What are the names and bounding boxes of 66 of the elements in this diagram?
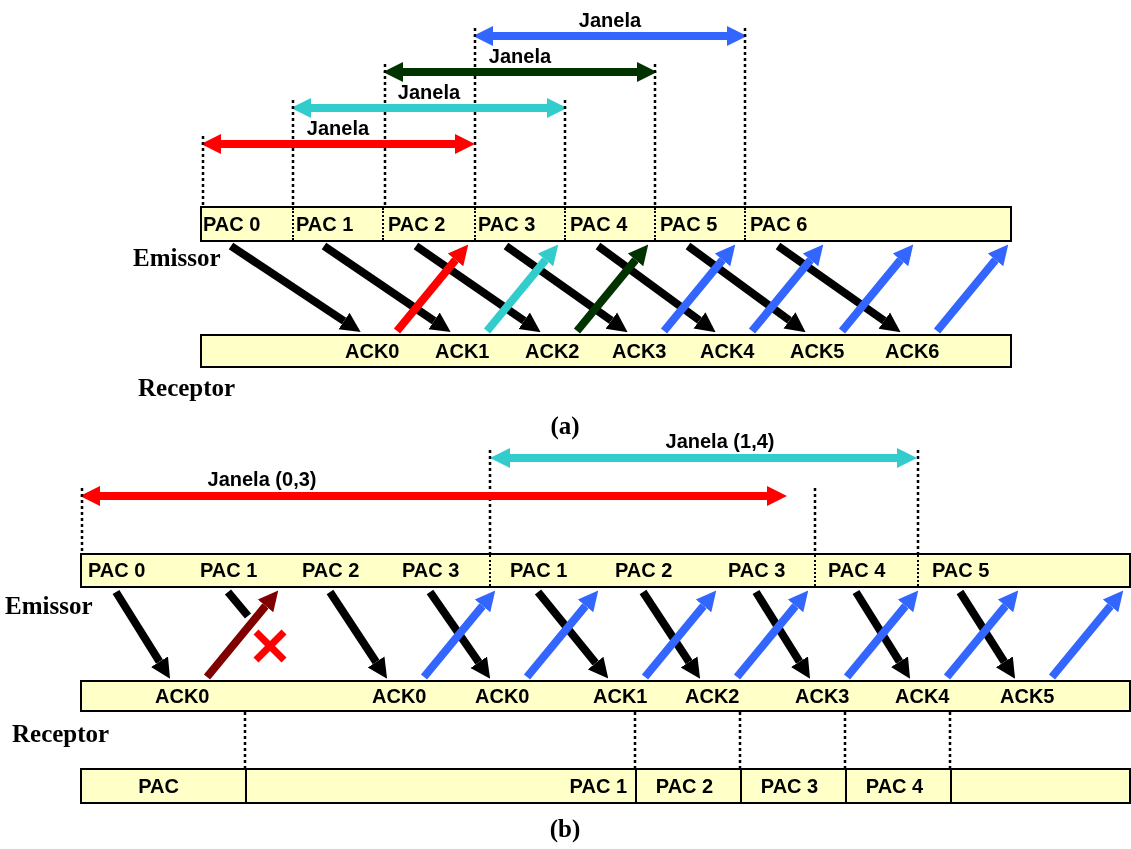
packet-label: PAC 0 [88,558,146,582]
row-label: Emissor [133,244,221,272]
panel-caption: (b) [549,815,581,843]
arrow [933,244,1009,334]
packet-label: ACK1 [435,339,490,363]
packet-label: PAC 1 [200,558,258,582]
packet-label: PAC 3 [728,558,786,582]
packet-label: PAC 2 [615,558,673,582]
window-label: Janela [488,44,552,68]
packet-label: PAC 3 [402,558,460,582]
timeline-bar [200,334,1012,368]
arrow [660,244,736,334]
timeline-bar [80,553,1131,588]
packet-label: PAC 0 [203,212,261,236]
packet-label: ACK4 [895,684,950,708]
packet-cell: PAC 4 [845,770,950,802]
packet-label: PAC 6 [750,212,808,236]
packet-label: ACK0 [345,339,400,363]
arrow [641,590,717,680]
window-label: Janela (0,3) [207,467,317,491]
timeline-bar [200,206,1012,242]
timeline-bar [80,680,1131,712]
packet-label: ACK3 [612,339,667,363]
window-label: Janela [397,80,461,104]
packet-label: ACK3 [795,684,850,708]
packet-label: ACK1 [593,684,648,708]
packet-cell: PAC 2 [635,770,740,802]
panel-caption: (a) [550,412,580,440]
arrow [838,244,914,334]
arrow [420,590,496,680]
timeline-bar [80,768,1131,804]
packet-label: ACK4 [700,339,755,363]
packet-label: ACK2 [525,339,580,363]
row-label: Receptor [12,720,110,748]
window-label: Janela [306,116,370,140]
packet-label: PAC 2 [302,558,360,582]
row-label: Receptor [138,374,236,402]
packet-label: PAC 5 [932,558,990,582]
packet-cell: PAC [80,770,245,802]
arrow [775,242,901,333]
packet-cell: PAC 3 [740,770,845,802]
packet-cell: PAC 1 [245,770,635,802]
window-label: Janela [578,8,642,32]
packet-label: ACK6 [885,339,940,363]
packet-label: ACK5 [1000,684,1055,708]
arrow [748,244,824,334]
packet-label: PAC 2 [388,212,446,236]
arrow [1048,590,1124,680]
window-label: Janela (1,4) [665,429,775,453]
arrow [203,590,279,680]
packet-label: ACK0 [475,684,530,708]
packet-label: ACK5 [790,339,845,363]
packet-label: PAC 4 [828,558,886,582]
arrow [523,590,599,680]
packet-label: PAC 1 [296,212,354,236]
packet-label: PAC 4 [570,212,628,236]
arrow [321,242,451,333]
packet-label: PAC 5 [660,212,718,236]
packet-label: PAC 1 [510,558,568,582]
arrow [534,589,609,679]
packet-label: ACK0 [155,684,210,708]
packet-label: ACK2 [685,684,740,708]
row-label: Emissor [5,592,93,620]
arrow [228,242,361,333]
packet-label: ACK0 [372,684,427,708]
packet-label: PAC 3 [478,212,536,236]
